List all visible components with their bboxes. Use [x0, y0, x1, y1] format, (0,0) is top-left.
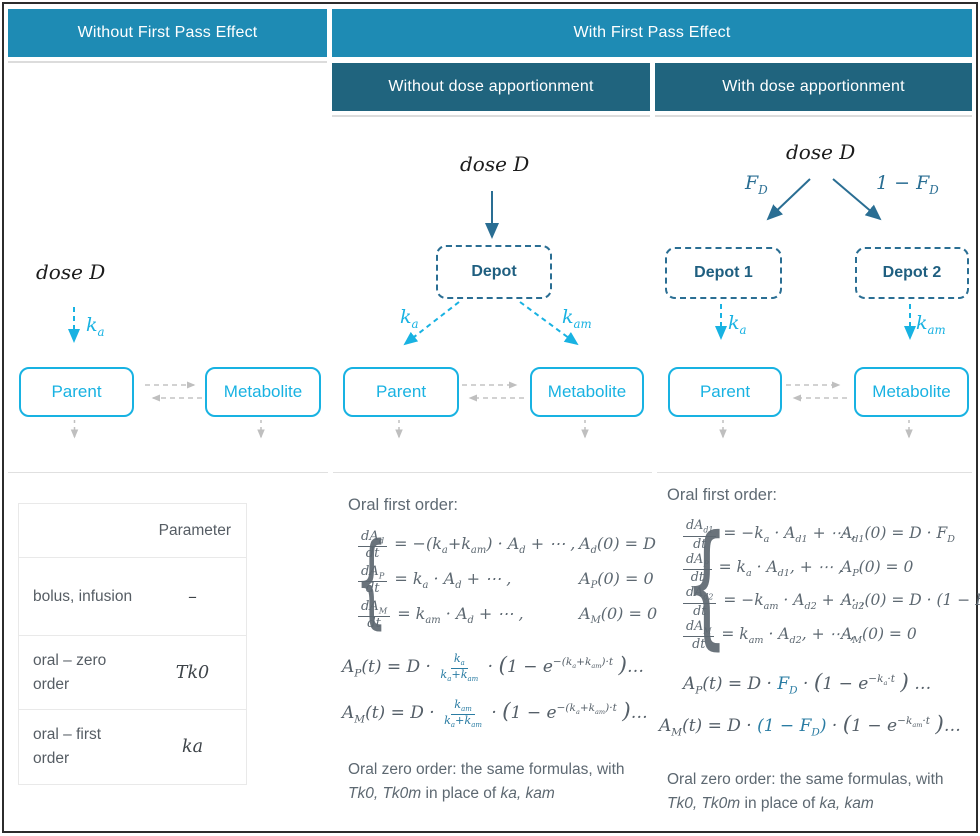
ode-initial-condition: Ad(0) = D	[579, 534, 656, 557]
header-with-fpe: With First Pass Effect	[332, 9, 972, 57]
subheader-underline-right	[655, 115, 972, 117]
depot-box: Depot	[436, 245, 552, 299]
ode-rhs: = kam · Ad + ⋯ ,	[397, 604, 524, 627]
row-label: bolus, infusion	[33, 587, 133, 605]
ode-initial-condition: AP(0) = 0	[841, 557, 914, 579]
parent-label-3: Parent	[699, 382, 751, 401]
ode-initial-condition: Ad2(0) = D · (1 − FD)	[841, 591, 980, 613]
dose-label-1: dose D	[36, 260, 106, 284]
table-row: oral – zero order Tk0	[19, 635, 246, 709]
diagram-arrows-layer	[68, 178, 916, 439]
metabolite-label-1: Metabolite	[223, 382, 303, 401]
ode-rhs: = −kam · Ad2 + ⋯ ,	[723, 591, 865, 613]
table-row: oral – first order ka	[19, 709, 246, 784]
depot2-box: Depot 2	[855, 247, 969, 299]
ode-initial-condition: AM(0) = 0	[579, 604, 658, 627]
header-without-fpe: Without First Pass Effect	[8, 9, 327, 57]
row-label: oral – first order	[33, 726, 102, 767]
parameter-table: Parameter bolus, infusion – oral – zero …	[18, 503, 247, 785]
kam-label-3: kam	[916, 312, 946, 337]
depot1-label: Depot 1	[694, 264, 753, 281]
divider-col2	[333, 472, 652, 473]
zero-order-note: Oral zero order: the same formulas, with…	[667, 771, 944, 812]
metabolite-label-2: Metabolite	[547, 382, 627, 401]
fd-label: FD	[745, 172, 768, 197]
parent-label-2: Parent	[375, 382, 427, 401]
d2-ka-arrow	[403, 301, 460, 346]
metabolite-box-2: Metabolite	[530, 367, 644, 417]
ode-rhs: = kam · Ad2, + ⋯ ,	[721, 624, 855, 646]
divider-col1	[8, 472, 328, 473]
ka-label-2: ka	[400, 306, 419, 331]
metabolite-box-1: Metabolite	[205, 367, 321, 417]
one-minus-fd-label: 1 − FD	[876, 172, 939, 197]
subheader-underline-left	[332, 115, 650, 117]
header-underline-left	[8, 61, 327, 63]
parent-box-2: Parent	[343, 367, 459, 417]
table-header-row: Parameter	[19, 504, 246, 557]
depot2-label: Depot 2	[882, 264, 942, 281]
metabolite-label-3: Metabolite	[872, 382, 951, 401]
zero-order-note: Oral zero order: the same formulas, with…	[348, 761, 625, 802]
ode-initial-condition: Ad1(0) = D · FD	[841, 524, 955, 546]
row-value: ka	[181, 737, 204, 757]
subheader-with-apportionment-label: With dose apportionment	[722, 78, 905, 95]
solution-am: AM(t) = D · (1 − FD) · (1 − e−kam·t )…	[659, 712, 961, 739]
ode-rhs: = ka · Ad1, + ⋯ ,	[718, 557, 844, 579]
d3-one-minus-fd-arrow	[832, 178, 882, 221]
oral-first-order-heading: Oral first order:	[667, 486, 778, 504]
d2-kam-arrow	[519, 301, 579, 346]
dose-label-3: dose D	[786, 140, 856, 164]
table-header-parameter: Parameter	[158, 521, 231, 539]
depot1-box: Depot 1	[665, 247, 782, 299]
d3-fd-arrow	[766, 178, 811, 221]
parent-box-1: Parent	[19, 367, 134, 417]
subheader-without-apportionment: Without dose apportionment	[332, 63, 650, 111]
ode-initial-condition: AP(0) = 0	[579, 569, 654, 592]
table-row: bolus, infusion –	[19, 557, 246, 635]
metabolite-box-3: Metabolite	[854, 367, 969, 417]
header-without-fpe-label: Without First Pass Effect	[77, 24, 258, 41]
divider-col3	[657, 472, 972, 473]
depot-label: Depot	[471, 263, 517, 280]
dose-label-2: dose D	[460, 152, 530, 176]
ode-rhs: = ka · Ad + ⋯ ,	[394, 569, 512, 592]
subheader-without-apportionment-label: Without dose apportionment	[388, 78, 594, 95]
solution-ap: AP(t) = D · FD · (1 − e−ka·t ) …	[683, 670, 932, 697]
row-value: –	[188, 586, 197, 607]
oral-first-order-heading: Oral first order:	[348, 496, 459, 514]
ka-label-3: ka	[728, 312, 747, 337]
parent-label-1: Parent	[51, 382, 102, 401]
row-value: Tk0	[175, 662, 210, 683]
ode-rhs: = −ka · Ad1 + ⋯ ,	[723, 524, 856, 546]
kam-label-2: kam	[562, 306, 592, 331]
ka-label-1: ka	[86, 314, 105, 339]
parent-box-3: Parent	[668, 367, 782, 417]
ode-rhs: = −(ka+kam) · Ad + ⋯ ,	[394, 534, 576, 557]
subheader-with-apportionment: With dose apportionment	[655, 63, 972, 111]
header-with-fpe-label: With First Pass Effect	[573, 24, 731, 41]
ode-initial-condition: AM(0) = 0	[841, 624, 917, 646]
system-brace: {	[685, 506, 728, 663]
row-label: oral – zero order	[33, 651, 107, 693]
